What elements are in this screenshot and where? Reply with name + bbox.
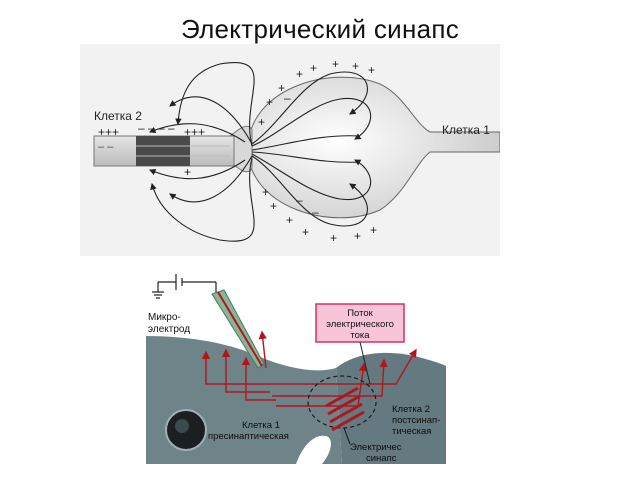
soma-charge: – [312, 205, 319, 219]
cell1-label: Клетка 1 [442, 123, 490, 137]
electrode-circuit [152, 274, 217, 299]
cell1-label-line-2: пресинаптическая [208, 431, 289, 442]
cell1-label-line-1: Клетка 1 [242, 420, 280, 431]
synapse-outline [307, 375, 377, 429]
soma-charge: + [296, 67, 303, 81]
soma-charge: + [258, 115, 265, 129]
soma-charge: + [266, 95, 273, 109]
electrode-label-line-1: Микро- [148, 312, 181, 323]
electrode-label-line-2: электрод [148, 324, 190, 335]
charge-minus-inner: – – [98, 141, 114, 153]
soma-charge: + [370, 223, 377, 237]
soma-charge: + [332, 57, 339, 71]
gap-junction [136, 136, 190, 166]
current-flow-diagram: Поток электрического тока Микро- электро… [146, 274, 446, 464]
callout-leader [359, 341, 371, 385]
gap-junction-channels [325, 386, 365, 432]
cell2-label-line-1: Клетка 2 [392, 404, 430, 415]
soma-charge: + [302, 225, 309, 239]
soma-charge: + [368, 63, 375, 77]
soma-charge: + [184, 165, 191, 179]
field-lines-diagram: Клетка 2 Клетка 1 +++ – – – – +++ – – + … [80, 44, 500, 256]
soma-charge: + [310, 61, 317, 75]
nucleolus [175, 419, 189, 433]
synapse-leader [343, 427, 351, 445]
charge-plus-left: +++ [98, 125, 119, 139]
callout-line-2: электрического [326, 319, 394, 330]
soma-charge: + [330, 231, 337, 245]
cell2-label-line-2: постсинап- [392, 415, 440, 426]
cell2-label-line-3: тическая [392, 426, 431, 437]
soma-charge: + [354, 229, 361, 243]
cell1-terminal [229, 125, 253, 173]
gap-space [296, 435, 331, 464]
synapse-label-line-1: Электричес [350, 442, 402, 453]
slide-title: Электрический синапс [180, 14, 460, 44]
field-lines [148, 62, 372, 242]
synapse-label-line-2: синапс [366, 453, 397, 464]
current-arrows [201, 330, 417, 407]
cell2-label: Клетка 2 [94, 109, 142, 123]
current-flow-callout [315, 303, 405, 343]
electrode-wire [217, 291, 263, 367]
soma-charge: + [262, 185, 269, 199]
callout-line-3: тока [350, 330, 370, 341]
soma-charge: – [296, 193, 303, 207]
soma-charge: + [278, 81, 285, 95]
soma-charge: + [270, 199, 277, 213]
soma-charge: + [286, 213, 293, 227]
soma-charge: – [284, 91, 291, 105]
callout-line-1: Поток [347, 308, 373, 319]
charge-minus-top: – – – – [138, 121, 175, 135]
cell2-postsynaptic [336, 352, 446, 464]
charge-plus-right: +++ [184, 125, 205, 139]
soma-charge: + [352, 59, 359, 73]
